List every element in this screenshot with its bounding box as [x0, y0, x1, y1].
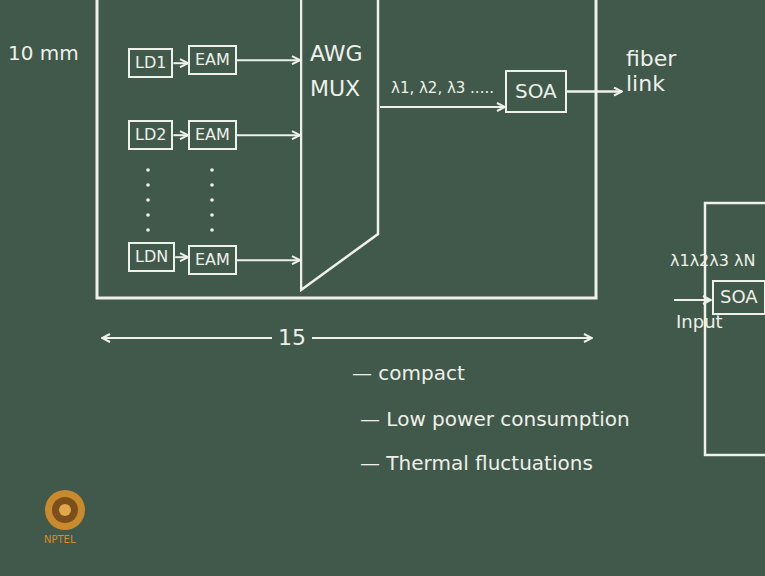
dot: [146, 228, 150, 232]
logo-center: [59, 504, 71, 516]
dot: [146, 183, 150, 187]
edge-label: λ1, λ2, λ3 .....: [391, 80, 494, 97]
dot: [210, 198, 214, 202]
logo-disc: [45, 490, 85, 530]
logo-ring: [52, 497, 78, 523]
wavelength-label: λ1λ2λ3 λN: [670, 252, 755, 270]
connector-arrow: [380, 106, 505, 108]
modulator-box: EAM: [188, 45, 237, 75]
dot: [210, 213, 214, 217]
connector-arrow: [175, 256, 188, 258]
output-arrow: [567, 90, 622, 93]
output-label: fiber link: [626, 46, 688, 97]
node-text: EAM: [195, 251, 230, 269]
note: — compact: [352, 362, 465, 385]
connector-arrow: [173, 62, 188, 64]
dot: [146, 198, 150, 202]
node-text: SOA: [720, 287, 758, 308]
node-text: LD2: [135, 126, 166, 144]
connector-arrow: [237, 59, 300, 61]
dot: [210, 183, 214, 187]
input-arrow: [674, 299, 711, 301]
input-label: Input: [676, 312, 723, 333]
node-text: AWG MUX: [310, 36, 372, 106]
laser-box: LD1: [128, 48, 173, 78]
awg-mux: AWG MUX: [300, 0, 380, 292]
nptel-logo: [45, 490, 85, 530]
dot: [210, 168, 214, 172]
laser-box: LD2: [128, 120, 173, 150]
amplifier-box: SOA: [505, 70, 567, 113]
trapezoid-shape: [301, 0, 378, 290]
ellipsis-dots: [146, 168, 214, 232]
amplifier-box: SOA: [712, 280, 765, 315]
node-text: LDN: [135, 248, 168, 266]
node-text: EAM: [195, 51, 230, 69]
dot: [210, 228, 214, 232]
dot: [146, 213, 150, 217]
node-text: EAM: [195, 126, 230, 144]
connector-arrow: [237, 259, 300, 261]
laser-box: LDN: [128, 242, 175, 272]
node-text: SOA: [515, 80, 557, 103]
connector-arrow: [237, 134, 300, 136]
modulator-box: EAM: [188, 245, 237, 275]
note: — Thermal fluctuations: [360, 452, 593, 475]
dot: [146, 168, 150, 172]
modulator-box: EAM: [188, 120, 237, 150]
node-text: LD1: [135, 54, 166, 72]
note: — Low power consumption: [360, 408, 630, 431]
dimension-label: 10 mm: [8, 42, 79, 65]
chip-outline: [97, 0, 596, 298]
dimension-label: 15: [272, 325, 312, 350]
dimension-arrow: [102, 337, 592, 339]
logo-text: NPTEL: [44, 534, 76, 546]
connector-arrow: [173, 134, 188, 136]
